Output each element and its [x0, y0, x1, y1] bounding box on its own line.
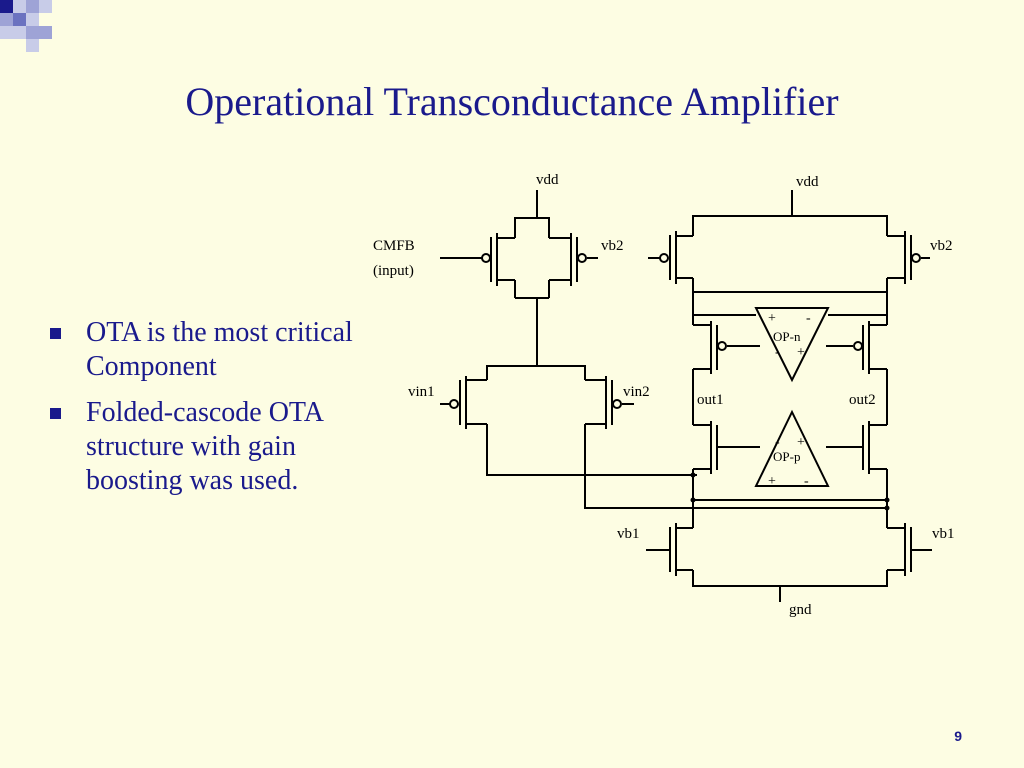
- opp-bot-plus: +: [768, 474, 776, 489]
- vb1-right-label: vb1: [932, 526, 955, 542]
- vb2-mid-label: vb2: [601, 238, 624, 254]
- op-n-label: OP-n: [773, 329, 801, 344]
- bullet-item: OTA is the most critical Component: [48, 316, 388, 384]
- out2-label: out2: [849, 392, 876, 408]
- cmfb-input-label: (input): [373, 263, 414, 279]
- opn-top-minus: -: [806, 311, 811, 326]
- opp-top-plus: +: [797, 435, 805, 450]
- slide-title: Operational Transconductance Amplifier: [185, 79, 839, 124]
- opp-top-minus: -: [775, 435, 780, 450]
- opp-bot-minus: -: [804, 474, 809, 489]
- opn-bot-minus: -: [775, 345, 780, 360]
- bullet-list: OTA is the most critical Component Folde…: [48, 316, 388, 510]
- out1-label: out1: [697, 392, 724, 408]
- opn-bot-plus: +: [797, 345, 805, 360]
- op-p-label: OP-p: [773, 449, 800, 464]
- vin1-label: vin1: [408, 384, 435, 400]
- opn-top-plus: +: [768, 311, 776, 326]
- bullet-text: Folded-cascode OTA structure with gain b…: [86, 397, 323, 496]
- corner-decoration: [0, 0, 80, 60]
- page-number: 9: [954, 728, 962, 744]
- vdd-left-label: vdd: [536, 172, 559, 188]
- cmfb-label: CMFB: [373, 238, 415, 254]
- bullet-text: OTA is the most critical Component: [86, 317, 353, 382]
- bullet-square-icon: [50, 328, 61, 339]
- bullet-item: Folded-cascode OTA structure with gain b…: [48, 396, 388, 498]
- vin2-label: vin2: [623, 384, 650, 400]
- vb1-left-label: vb1: [617, 526, 640, 542]
- bullet-square-icon: [50, 408, 61, 419]
- vb2-right-label: vb2: [930, 238, 953, 254]
- vdd-right-label: vdd: [796, 174, 819, 190]
- gnd-label: gnd: [789, 602, 812, 618]
